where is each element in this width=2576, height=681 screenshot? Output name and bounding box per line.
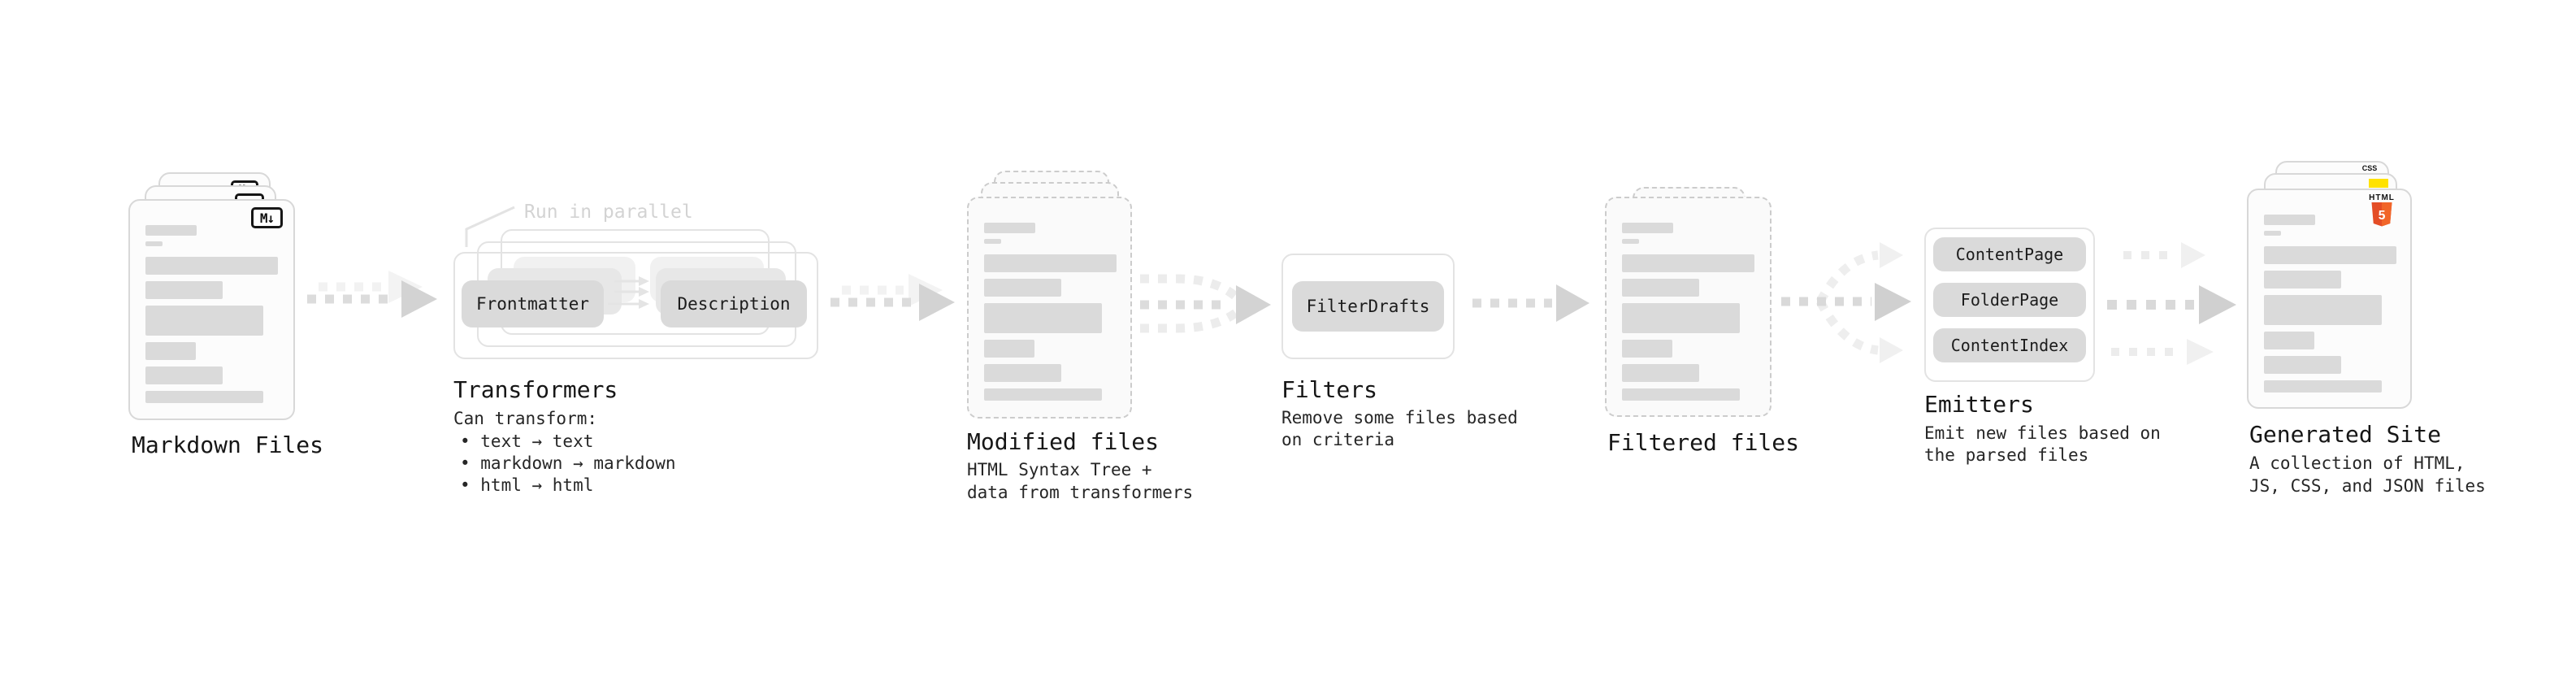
html5-icon: HTML 5 (2361, 194, 2403, 230)
skeleton-bar (1622, 279, 1699, 297)
file-card: M↓ (128, 199, 295, 420)
skeleton-bar (2264, 356, 2341, 374)
arrow-modified-to-filters (1140, 274, 1271, 333)
bullet-item: • html → html (460, 475, 594, 495)
emitter-pill-contentindex: ContentIndex (1933, 328, 2086, 362)
arrow-filtered-to-emitters (1781, 242, 1911, 363)
emitter-pill-folderpage: FolderPage (1933, 283, 2086, 317)
stage-label-emitters: Emitters (1924, 391, 2034, 418)
file-card (967, 197, 1132, 419)
skeleton-bar (984, 279, 1061, 297)
skeleton-bar (1622, 303, 1740, 333)
stage-caption: HTML Syntax Tree + (967, 460, 1152, 479)
file-card: HTML 5 (2247, 189, 2412, 409)
stage-caption: Remove some files based (1281, 408, 1518, 427)
transformer-pill-frontmatter: Frontmatter (462, 280, 604, 327)
skeleton-bar (984, 388, 1102, 401)
skeleton-bar (1622, 364, 1699, 382)
skeleton-bar (1622, 254, 1754, 272)
stage-label-filtered-files: Filtered files (1607, 429, 1800, 456)
svg-text:5: 5 (2379, 209, 2386, 223)
skeleton-bar (2264, 246, 2396, 264)
transformer-pill-description: Description (661, 280, 807, 327)
skeleton-bar (145, 241, 163, 246)
skeleton-bar (1622, 340, 1672, 358)
emitters-frame (1924, 228, 2095, 382)
filters-frame (1281, 254, 1455, 359)
stage-caption: data from transformers (967, 483, 1194, 502)
skeleton-bar (145, 367, 223, 384)
arrow-emitters-to-generated (2107, 242, 2236, 365)
html5-shield-icon: 5 (2371, 202, 2392, 227)
skeleton-bar (145, 342, 196, 360)
js-icon (2369, 179, 2388, 188)
skeleton-bar (145, 225, 197, 236)
emitter-pill-contentpage: ContentPage (1933, 237, 2086, 271)
stage-caption: the parsed files (1924, 445, 2089, 465)
skeleton-bar (1622, 239, 1639, 244)
stage-caption: JS, CSS, and JSON files (2249, 476, 2486, 496)
skeleton-bar (145, 281, 223, 299)
stage-caption: Can transform: (453, 409, 598, 428)
skeleton-bar (2264, 332, 2314, 349)
skeleton-bar (145, 391, 263, 403)
skeleton-bar (984, 223, 1035, 233)
stage-caption: Emit new files based on (1924, 423, 2161, 443)
skeleton-bar (1622, 223, 1673, 233)
filter-pill-filterdrafts: FilterDrafts (1292, 281, 1444, 332)
skeleton-bar (2264, 380, 2382, 393)
file-card (1605, 197, 1772, 417)
skeleton-bar (2264, 231, 2281, 236)
skeleton-bar (2264, 295, 2382, 325)
bullet-item: • text → text (460, 432, 594, 451)
stage-label-markdown-files: Markdown Files (132, 432, 324, 458)
skeleton-bar (984, 364, 1061, 382)
markdown-icon: M↓ (251, 207, 283, 228)
stage-label-generated-site: Generated Site (2249, 421, 2442, 448)
html5-icon-label: HTML (2369, 193, 2395, 202)
arrow-markdown-to-transformers (307, 271, 437, 318)
skeleton-bar (145, 306, 263, 336)
css-icon-label: CSS (2361, 164, 2378, 172)
skeleton-bar (145, 257, 278, 275)
skeleton-bar (984, 303, 1102, 333)
stage-label-transformers: Transformers (453, 376, 618, 403)
arrow-transformers-to-modified (830, 274, 955, 321)
skeleton-bar (1622, 388, 1740, 401)
skeleton-bar (984, 254, 1117, 272)
skeleton-bar (2264, 215, 2315, 225)
bullet-item: • markdown → markdown (460, 453, 676, 473)
transformer-frame-front (453, 252, 818, 359)
stage-caption: A collection of HTML, (2249, 453, 2465, 473)
stage-label-modified-files: Modified files (967, 428, 1160, 455)
arrow-filters-to-filtered (1472, 284, 1589, 322)
parallel-annotation: Run in parallel (524, 202, 693, 223)
skeleton-bar (984, 239, 1001, 244)
stage-caption: on criteria (1281, 430, 1395, 449)
skeleton-bar (2264, 271, 2341, 288)
skeleton-bar (984, 340, 1034, 358)
stage-label-filters: Filters (1281, 376, 1378, 403)
